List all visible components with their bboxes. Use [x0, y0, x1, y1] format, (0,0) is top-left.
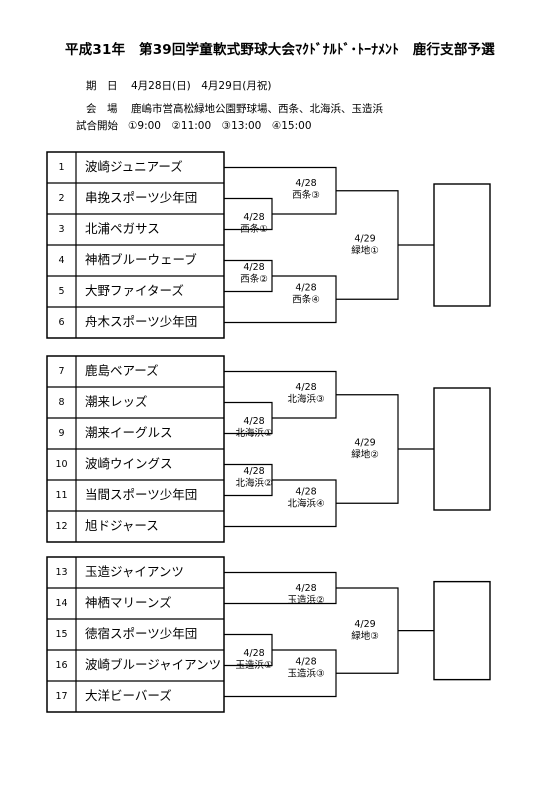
- team-name: 潮来レッズ: [85, 394, 148, 409]
- match-date: 4/28: [295, 178, 316, 189]
- match-venue: 緑地①: [351, 245, 379, 257]
- team-number: 16: [55, 660, 67, 671]
- team-name: 串挽スポーツ少年団: [85, 190, 197, 205]
- team-number: 12: [55, 521, 67, 532]
- team-number: 10: [55, 459, 67, 470]
- match-venue: 西条②: [240, 273, 268, 285]
- team-number: 15: [55, 629, 67, 640]
- match-venue: 北海浜③: [287, 393, 324, 405]
- team-number: 14: [55, 598, 67, 609]
- date-label: 期 日: [86, 80, 118, 92]
- winner-box: [433, 183, 491, 307]
- team-number: 8: [58, 397, 64, 408]
- match-date: 4/28: [243, 212, 264, 223]
- team-name: 旭ドジャース: [85, 518, 159, 533]
- match-date: 4/29: [354, 438, 375, 449]
- team-number: 13: [55, 567, 67, 578]
- venue-label: 会 場: [86, 103, 118, 115]
- team-name: 大野ファイターズ: [85, 283, 184, 298]
- venue-value: 鹿嶋市営高松緑地公園野球場、西条、北海浜、玉造浜: [131, 103, 383, 115]
- winner-box: [433, 580, 491, 681]
- team-name: 潮来イーグルス: [85, 425, 173, 440]
- match-venue: 北海浜②: [235, 477, 272, 489]
- team-name: 神栖マリーンズ: [85, 595, 172, 610]
- match-venue: 玉造浜③: [287, 668, 324, 680]
- team-name: 鹿島ベアーズ: [85, 363, 159, 378]
- team-number: 2: [58, 193, 64, 204]
- match-date: 4/28: [295, 657, 316, 668]
- match-date: 4/28: [243, 262, 264, 273]
- winner-box: [433, 387, 491, 511]
- team-name: 神栖ブルーウェーブ: [85, 252, 197, 267]
- team-number: 6: [58, 317, 64, 328]
- match-venue: 玉造浜②: [287, 594, 324, 606]
- match-venue: 北海浜①: [235, 427, 272, 439]
- match-date: 4/28: [243, 466, 264, 477]
- team-number: 1: [58, 162, 64, 173]
- info-venue-row: 会 場 鹿嶋市営高松緑地公園野球場、西条、北海浜、玉造浜: [86, 101, 383, 116]
- match-venue: 西条①: [240, 223, 268, 235]
- info-start-row: 試合開始 ①9:00 ②11:00 ③13:00 ④15:00: [76, 118, 312, 133]
- info-date-row: 期 日 4月28日(日) 4月29日(月祝): [86, 78, 271, 93]
- team-name: 舟木スポーツ少年団: [85, 314, 197, 329]
- match-date: 4/29: [354, 234, 375, 245]
- match-date: 4/28: [295, 283, 316, 294]
- team-name: 当間スポーツ少年団: [85, 487, 197, 502]
- match-date: 4/28: [295, 382, 316, 393]
- team-number: 17: [55, 691, 67, 702]
- team-name: 徳宿スポーツ少年団: [85, 626, 197, 641]
- team-number: 11: [55, 490, 67, 501]
- match-venue: 西条④: [292, 294, 320, 306]
- team-number: 9: [58, 428, 64, 439]
- team-name: 玉造ジャイアンツ: [85, 564, 184, 579]
- match-date: 4/28: [243, 416, 264, 427]
- team-number: 3: [58, 224, 64, 235]
- match-venue: 玉造浜①: [235, 659, 272, 671]
- match-date: 4/28: [243, 648, 264, 659]
- team-number: 5: [58, 286, 64, 297]
- date-value: 4月28日(日) 4月29日(月祝): [131, 80, 272, 92]
- team-name: 波崎ジュニアーズ: [85, 159, 183, 174]
- team-name: 波崎ウイングス: [85, 456, 173, 471]
- match-date: 4/28: [295, 487, 316, 498]
- match-venue: 北海浜④: [287, 498, 324, 510]
- document-title: 平成31年 第39回学童軟式野球大会ﾏｸﾄﾞﾅﾙﾄﾞ･ﾄｰﾅﾒﾝﾄ 鹿行支部予選: [65, 42, 495, 58]
- start-time-value: ①9:00 ②11:00 ③13:00 ④15:00: [128, 120, 312, 132]
- start-time-label: 試合開始: [76, 120, 118, 132]
- team-number: 4: [58, 255, 64, 266]
- match-venue: 緑地②: [351, 449, 379, 461]
- team-name: 大洋ビーバーズ: [85, 688, 172, 703]
- team-number: 7: [58, 366, 64, 377]
- match-date: 4/29: [354, 619, 375, 630]
- match-venue: 西条③: [292, 189, 320, 201]
- team-name: 波崎ブルージャイアンツ: [85, 657, 221, 672]
- match-venue: 緑地③: [351, 630, 379, 642]
- match-date: 4/28: [295, 583, 316, 594]
- team-name: 北浦ペガサス: [85, 221, 160, 236]
